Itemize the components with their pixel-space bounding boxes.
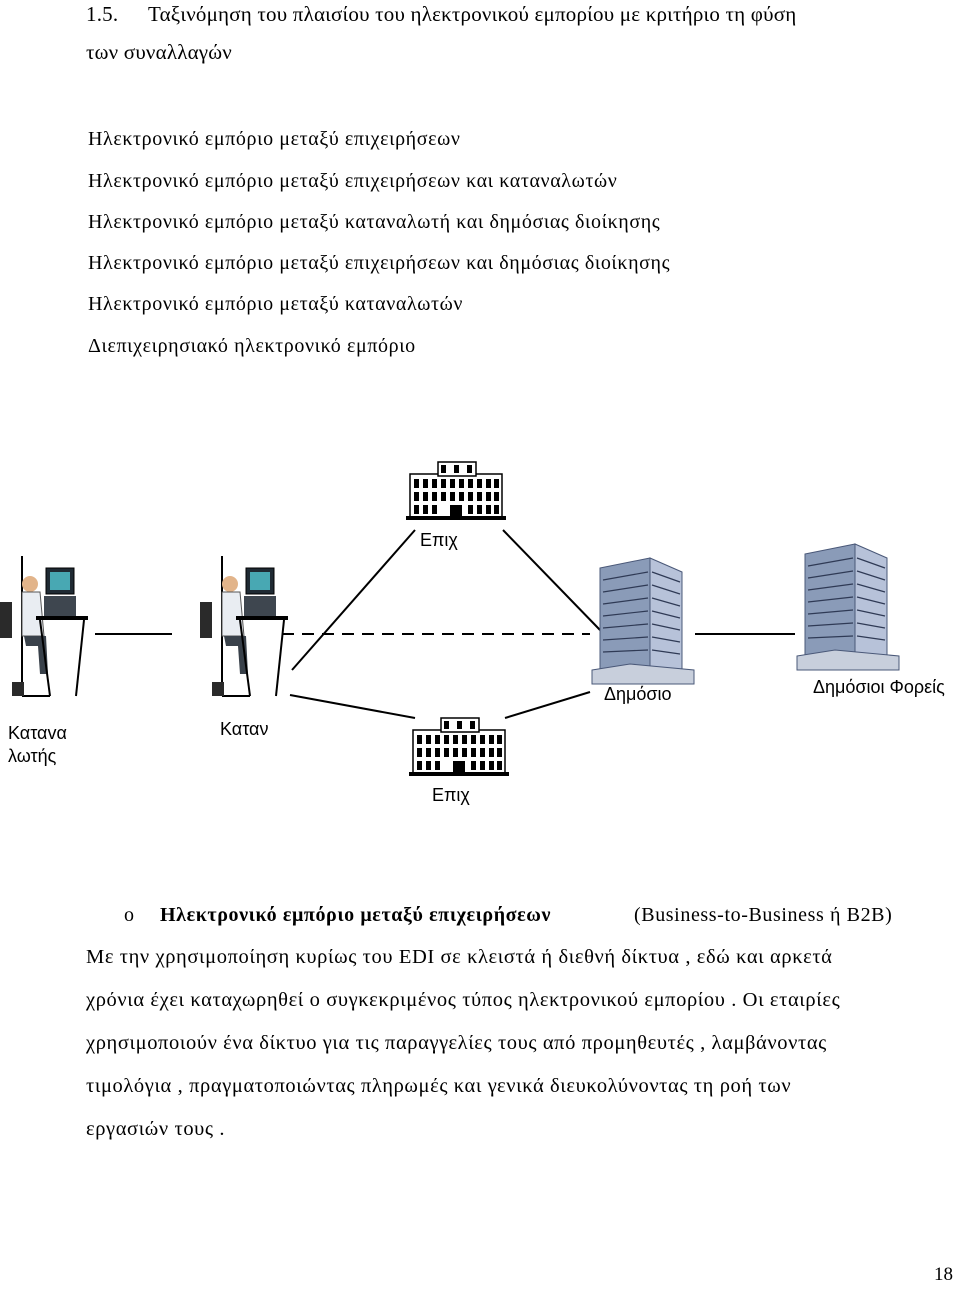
category-item: Ηλεκτρονικό εμπόριο μεταξύ καταναλωτών <box>88 293 464 315</box>
category-item: Ηλεκτρονικό εμπόριο μεταξύ επιχειρήσεων <box>88 128 461 150</box>
business-label: Επιχ <box>432 785 470 805</box>
public-label: Δημόσιο <box>604 684 672 704</box>
paragraph-line: τιμολόγια , πραγματοποιώντας πληρωμές κα… <box>86 1075 792 1097</box>
heading-line-1: Ταξινόμηση του πλαισίου του ηλεκτρονικού… <box>148 2 797 26</box>
business-building-icon <box>405 461 507 521</box>
category-item: Ηλεκτρονικό εμπόριο μεταξύ καταναλωτή κα… <box>88 211 661 233</box>
consumer-label: λωτής <box>8 746 57 766</box>
business-label: Επιχ <box>420 530 458 550</box>
section-subtitle: (Business-to-Business ή B2B) <box>634 904 893 926</box>
business-building-icon <box>408 717 510 777</box>
paragraph-line: χρησιμοποιούν ένα δίκτυο για τις παραγγε… <box>86 1032 827 1054</box>
category-item: Ηλεκτρονικό εμπόριο μεταξύ επιχειρήσεων … <box>88 170 618 192</box>
public-bodies-label: Δημόσιοι Φορείς <box>813 677 945 697</box>
page-number: 18 <box>934 1264 953 1285</box>
category-item: Ηλεκτρονικό εμπόριο μεταξύ επιχειρήσεων … <box>88 252 671 274</box>
paragraph-line: εργασιών τους . <box>86 1118 226 1140</box>
commerce-network-diagram <box>0 440 960 840</box>
heading-line-2: των συναλλαγών <box>86 40 232 64</box>
paragraph-line: Με την χρησιμοποίηση κυρίως του EDI σε κ… <box>86 946 833 968</box>
paragraph-line: χρόνια έχει καταχωρηθεί ο συγκεκριμένος … <box>86 989 841 1011</box>
public-building-icon <box>591 557 695 685</box>
bullet: o <box>124 904 135 926</box>
section-title: Ηλεκτρονικό εμπόριο μεταξύ επιχειρήσεων <box>160 904 552 926</box>
consumer-label: Καταvα <box>8 723 67 743</box>
consumer-computer-icon <box>199 555 289 697</box>
section-number: 1.5. <box>86 2 119 26</box>
consumer-computer-icon <box>0 555 89 697</box>
public-building-icon <box>796 543 900 671</box>
consumer-label: Καταν <box>220 719 269 739</box>
category-item: Διεπιχειρησιακό ηλεκτρονικό εμπόριο <box>88 335 416 357</box>
